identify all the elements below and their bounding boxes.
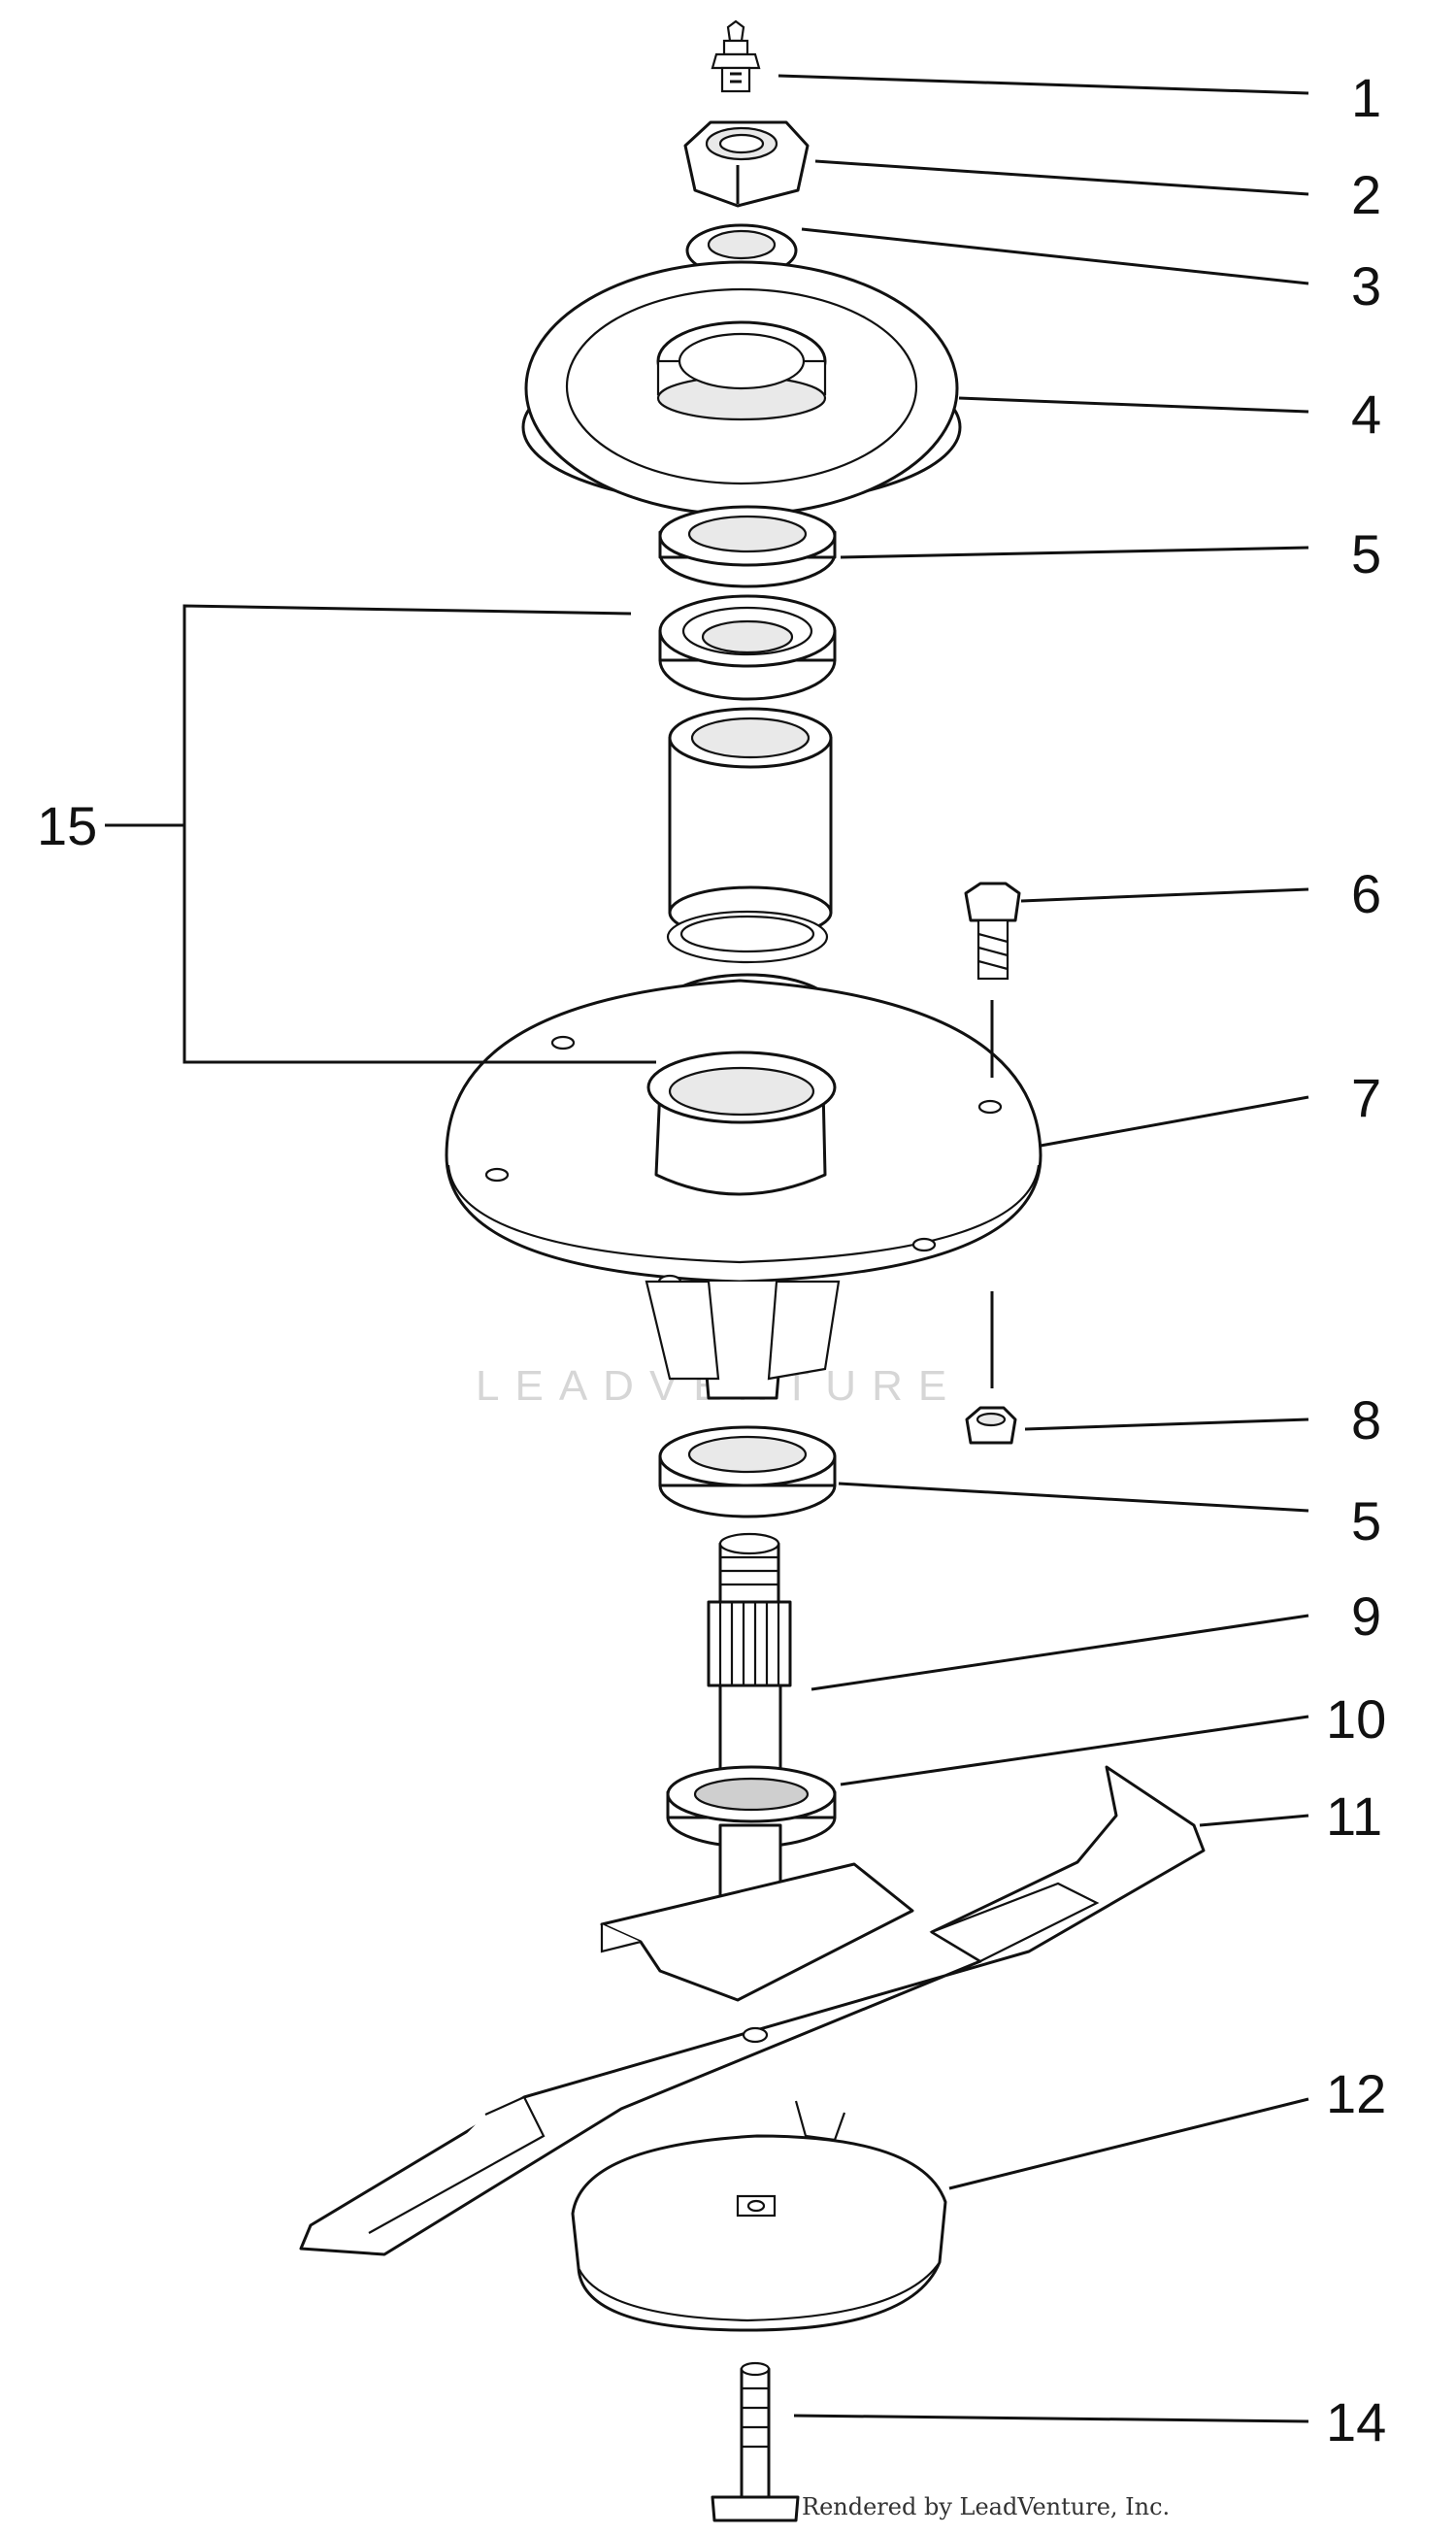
callout-10: 10	[1326, 1688, 1386, 1750]
callout-4: 4	[1351, 384, 1381, 445]
part-10-shaft-collar	[666, 1765, 837, 1914]
callout-numbers: 1 2 3 4 5 6 7 8 5 9 10 11 12 14 15	[37, 67, 1386, 2452]
callout-8: 8	[1351, 1389, 1381, 1451]
callout-6: 6	[1351, 863, 1381, 924]
part-8-lock-nut	[965, 1406, 1017, 1445]
part-5-seal-lower	[658, 1425, 837, 1518]
part-2-nut	[683, 120, 810, 208]
callout-14: 14	[1326, 2391, 1386, 2452]
part-1-grease-fitting	[711, 19, 761, 93]
leader-lines	[105, 74, 1309, 2423]
part-12-blade-cup	[571, 2100, 947, 2332]
part-9-spindle-shaft	[707, 1532, 792, 1785]
part-4-pulley	[521, 260, 962, 517]
part-14-blade-bolt	[711, 2361, 800, 2522]
part-11-blade	[299, 1765, 1206, 2256]
part-7-spindle-housing	[445, 979, 1042, 1400]
part-5-seal-upper	[658, 505, 837, 588]
callout-11: 11	[1326, 1785, 1382, 1847]
callout-5-lower: 5	[1351, 1490, 1381, 1551]
callout-1: 1	[1351, 67, 1381, 128]
callout-5-upper: 5	[1351, 523, 1381, 584]
callout-3: 3	[1351, 255, 1381, 317]
callout-12: 12	[1326, 2063, 1386, 2124]
callout-7: 7	[1351, 1067, 1381, 1128]
callout-2: 2	[1351, 164, 1381, 225]
callout-15: 15	[37, 795, 97, 856]
part-6-bolt	[964, 882, 1021, 981]
callout-9: 9	[1351, 1585, 1381, 1647]
credit-text: Rendered by LeadVenture, Inc.	[802, 2493, 1170, 2520]
